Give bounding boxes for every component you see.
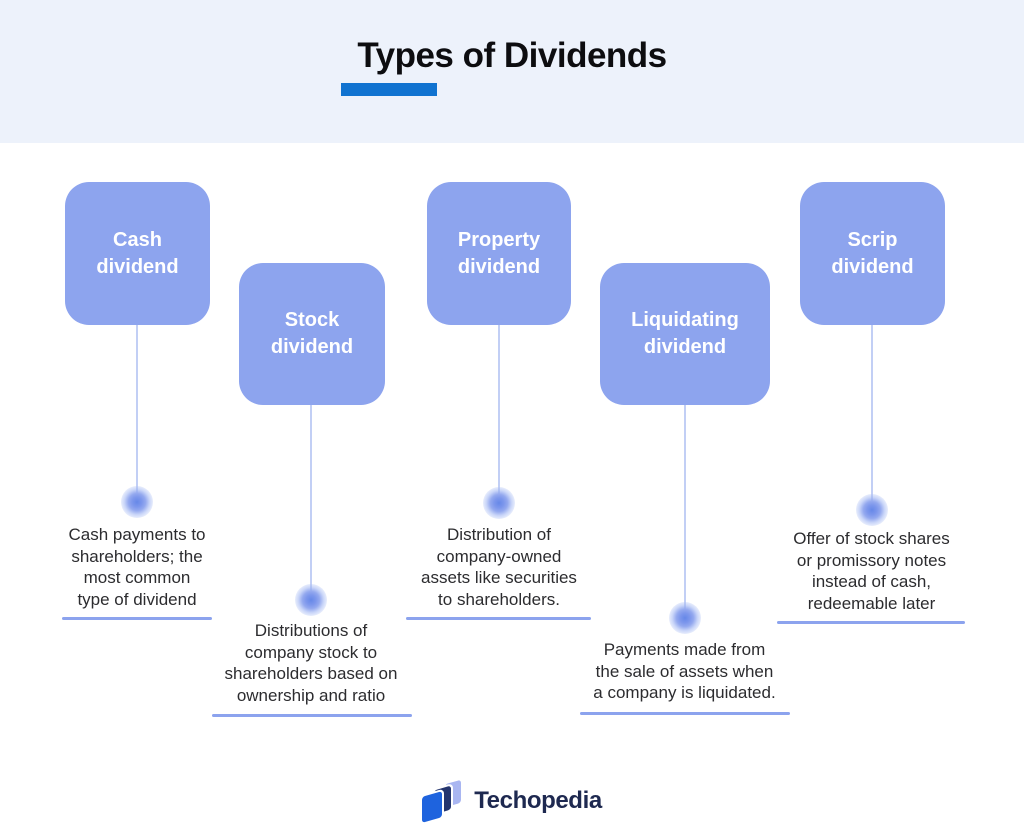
description-property-dividend: Distribution of company-owned assets lik… [421,525,577,609]
description-underline [406,617,591,620]
description-underline [62,617,212,620]
card-scrip-dividend: Scrip dividend [800,182,945,325]
connector-dot [669,602,701,634]
header-band [0,0,1024,143]
card-property-dividend: Property dividend [427,182,571,325]
description-liquidating-dividend: Payments made from the sale of assets wh… [593,640,776,702]
description-underline [580,712,790,715]
card-stock-dividend: Stock dividend [239,263,385,405]
description-underline [777,621,965,624]
connector-line [684,405,686,618]
brand-footer: Techopedia [0,778,1024,824]
page-title: Types of Dividends [357,36,667,75]
connector-line [310,405,312,600]
brand-name: Techopedia [474,787,602,814]
connector-dot [856,494,888,526]
title-accent-bar [341,83,437,96]
description-cash-dividend: Cash payments to shareholders; the most … [68,525,206,609]
techopedia-logo-icon [422,779,464,823]
logo-shape-front [422,791,443,823]
connector-dot [121,486,153,518]
card-cash-dividend: Cash dividend [65,182,210,325]
connector-line [498,325,500,503]
connector-dot [295,584,327,616]
card-liquidating-dividend: Liquidating dividend [600,263,770,405]
connector-line [871,325,873,510]
description-scrip-dividend: Offer of stock shares or promissory note… [793,529,950,613]
connector-line [136,325,138,502]
description-underline [212,714,412,717]
connector-dot [483,487,515,519]
description-stock-dividend: Distributions of company stock to shareh… [224,621,398,705]
